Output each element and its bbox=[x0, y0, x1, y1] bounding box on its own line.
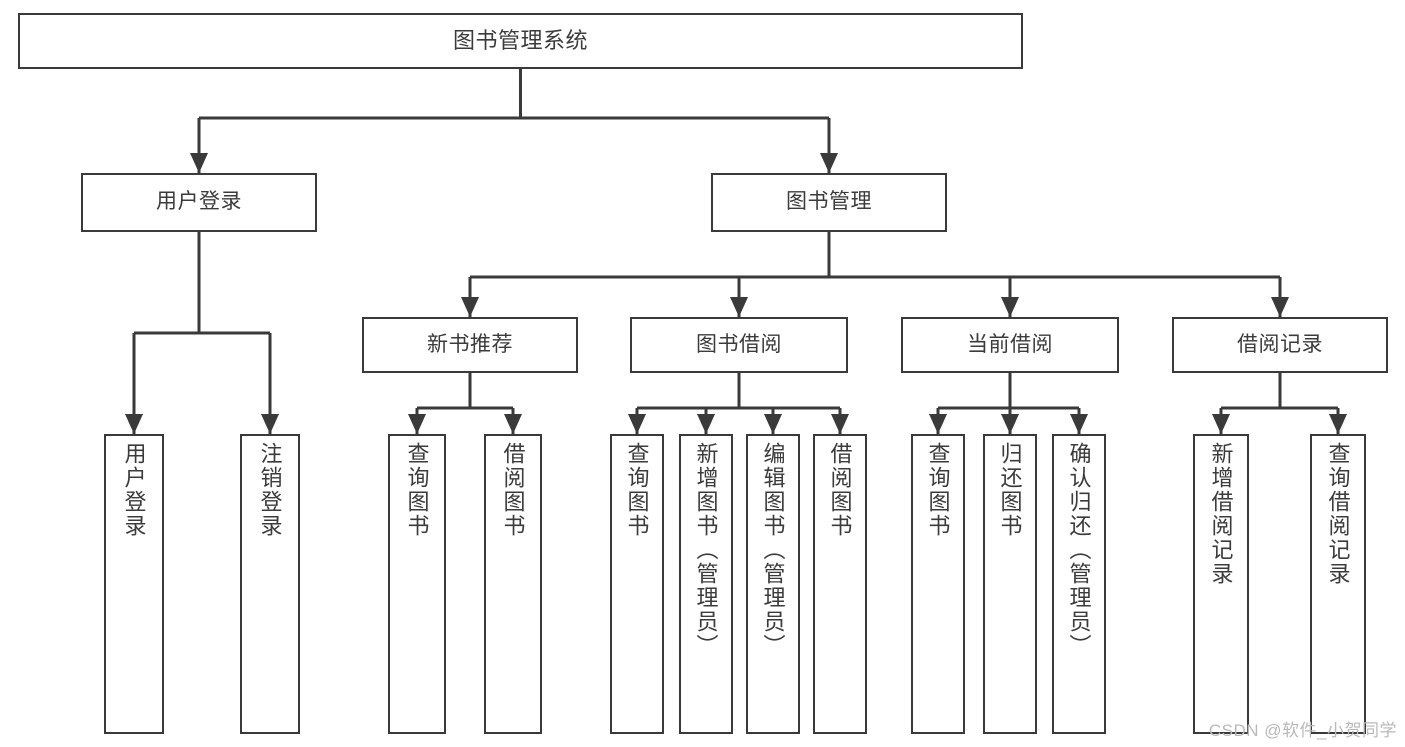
node-label: 借阅图书 bbox=[500, 442, 526, 538]
node-label: 查询图书 bbox=[404, 442, 430, 538]
connector-arrowhead bbox=[730, 297, 748, 317]
csdn-watermark: CSDN @软件_小贺同学 bbox=[1208, 721, 1397, 740]
node-label: 注销登录 bbox=[257, 442, 283, 538]
node-label: 图书管理系统 bbox=[452, 28, 588, 54]
node-label: 查询借阅记录 bbox=[1325, 442, 1351, 586]
connector-arrowhead bbox=[929, 414, 947, 434]
node-label: 确认归还（管理员） bbox=[1066, 442, 1092, 658]
node-leaf-confirm-return[interactable]: 确认归还（管理员） bbox=[1052, 434, 1106, 734]
node-label: 新书推荐 bbox=[427, 332, 513, 356]
node-leaf-query-book-1[interactable]: 查询图书 bbox=[388, 434, 446, 734]
connector-arrowhead bbox=[628, 414, 646, 434]
node-leaf-user-login[interactable]: 用户登录 bbox=[104, 434, 164, 734]
connector-arrowhead bbox=[1271, 297, 1289, 317]
connector-arrowhead bbox=[1070, 414, 1088, 434]
connector-arrowhead bbox=[820, 153, 838, 173]
connector-arrowhead bbox=[764, 414, 782, 434]
node-current-borrow[interactable]: 当前借阅 bbox=[901, 317, 1119, 373]
node-user-login[interactable]: 用户登录 bbox=[81, 173, 317, 232]
node-leaf-return-book[interactable]: 归还图书 bbox=[983, 434, 1037, 734]
connector-arrowhead bbox=[1329, 414, 1347, 434]
connector-arrowhead bbox=[504, 414, 522, 434]
node-leaf-borrow-book-1[interactable]: 借阅图书 bbox=[484, 434, 542, 734]
connector-arrowhead bbox=[1001, 414, 1019, 434]
node-leaf-logout[interactable]: 注销登录 bbox=[240, 434, 300, 734]
node-label: 用户登录 bbox=[156, 190, 242, 214]
node-label: 编辑图书（管理员） bbox=[760, 442, 786, 658]
node-label: 用户登录 bbox=[121, 442, 147, 538]
node-leaf-query-record[interactable]: 查询借阅记录 bbox=[1310, 434, 1366, 734]
node-new-book-recommend[interactable]: 新书推荐 bbox=[362, 317, 578, 373]
connector-arrowhead bbox=[261, 414, 279, 434]
connector-arrowhead bbox=[1001, 297, 1019, 317]
node-label: 查询图书 bbox=[624, 442, 650, 538]
connector-arrowhead bbox=[1212, 414, 1230, 434]
node-label: 借阅图书 bbox=[827, 442, 853, 538]
node-borrow-record[interactable]: 借阅记录 bbox=[1172, 317, 1388, 373]
node-book-borrow[interactable]: 图书借阅 bbox=[630, 317, 848, 373]
node-label: 新增借阅记录 bbox=[1208, 442, 1234, 586]
connector-arrowhead bbox=[408, 414, 426, 434]
node-label: 借阅记录 bbox=[1237, 332, 1323, 356]
node-book-management[interactable]: 图书管理 bbox=[711, 173, 947, 232]
node-leaf-add-record[interactable]: 新增借阅记录 bbox=[1193, 434, 1249, 734]
node-label: 图书借阅 bbox=[696, 332, 782, 356]
connector-arrowhead bbox=[125, 414, 143, 434]
node-leaf-edit-book[interactable]: 编辑图书（管理员） bbox=[746, 434, 800, 734]
connector-arrowhead bbox=[461, 297, 479, 317]
node-leaf-query-book-2[interactable]: 查询图书 bbox=[610, 434, 664, 734]
node-label: 图书管理 bbox=[786, 190, 872, 214]
connector-arrowhead bbox=[190, 153, 208, 173]
node-label: 新增图书（管理员） bbox=[693, 442, 719, 658]
connector-arrowhead bbox=[697, 414, 715, 434]
connector-arrowhead bbox=[831, 414, 849, 434]
node-leaf-add-book[interactable]: 新增图书（管理员） bbox=[679, 434, 733, 734]
node-root[interactable]: 图书管理系统 bbox=[18, 13, 1023, 69]
node-leaf-query-book-3[interactable]: 查询图书 bbox=[911, 434, 965, 734]
node-label: 归还图书 bbox=[997, 442, 1023, 538]
node-label: 查询图书 bbox=[925, 442, 951, 538]
node-label: 当前借阅 bbox=[967, 332, 1053, 356]
node-leaf-borrow-book-2[interactable]: 借阅图书 bbox=[813, 434, 867, 734]
